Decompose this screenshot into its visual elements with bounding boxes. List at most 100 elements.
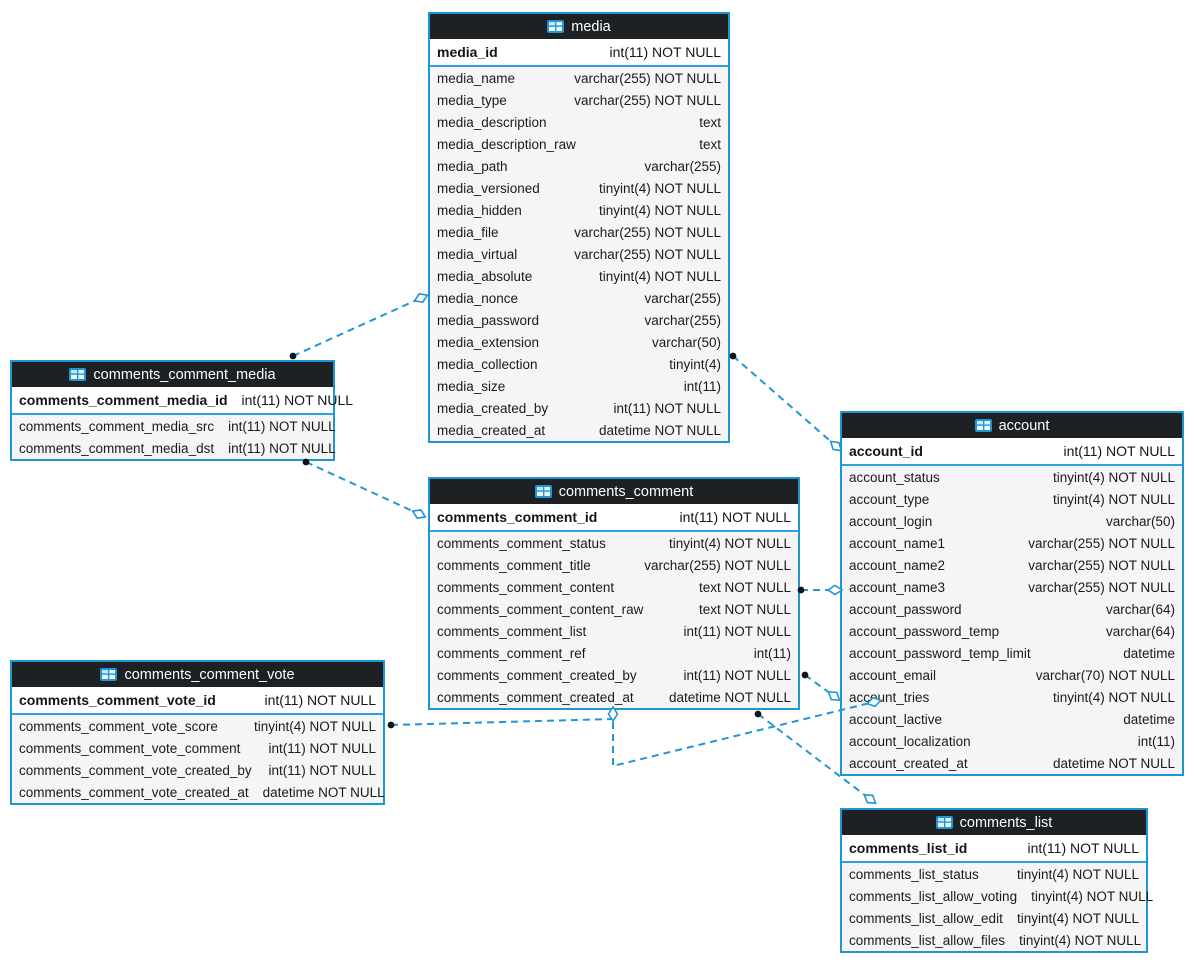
field-name: comments_comment_status [437, 535, 606, 551]
field-name: media_versioned [437, 180, 540, 196]
relation-line [732, 355, 837, 447]
table-header-comments_comment[interactable]: comments_comment [430, 479, 798, 504]
pk-field-type: int(11) NOT NULL [264, 692, 376, 708]
field-type: datetime [1123, 711, 1175, 727]
field-type: varchar(255) NOT NULL [574, 92, 721, 108]
field-row: media_password varchar(255) [430, 309, 728, 331]
field-name: media_created_by [437, 400, 549, 416]
field-name: media_password [437, 312, 540, 328]
field-name: comments_list_allow_files [849, 932, 1006, 948]
pk-field-name: comments_comment_id [437, 509, 598, 525]
field-name: comments_comment_title [437, 557, 591, 573]
relation-line [292, 297, 422, 357]
field-type: tinyint(4) NOT NULL [1052, 469, 1175, 485]
field-row: comments_list_allow_files tinyint(4) NOT … [842, 929, 1146, 951]
field-type: varchar(255) [644, 312, 721, 328]
field-name: account_tries [849, 689, 930, 705]
table-icon [974, 419, 992, 432]
table-header-comments_comment_vote[interactable]: comments_comment_vote [12, 662, 383, 687]
table-header-comments_comment_media[interactable]: comments_comment_media [12, 362, 333, 387]
relation-media-account [729, 352, 843, 452]
field-name: comments_comment_list [437, 623, 587, 639]
field-name: media_extension [437, 334, 540, 350]
field-type: tinyint(4) NOT NULL [668, 535, 791, 551]
pk-field-type: int(11) NOT NULL [1027, 840, 1139, 856]
table-title: comments_list [959, 814, 1053, 831]
field-type: varchar(64) [1105, 601, 1175, 617]
field-name: comments_comment_content_raw [437, 601, 644, 617]
field-name: media_absolute [437, 268, 533, 284]
relation-source-dot [387, 721, 395, 729]
table-header-comments_list[interactable]: comments_list [842, 810, 1146, 835]
table-title: media [571, 18, 611, 35]
field-type: int(11) [683, 378, 721, 394]
table-comments_comment_vote[interactable]: comments_comment_vote comments_comment_vo… [10, 660, 385, 805]
field-name: media_size [437, 378, 506, 394]
field-name: comments_comment_media_dst [19, 440, 215, 456]
relation-line [390, 718, 614, 726]
field-name: media_collection [437, 356, 538, 372]
table-header-account[interactable]: account [842, 413, 1182, 438]
field-type: varchar(255) NOT NULL [1028, 579, 1175, 595]
field-name: account_email [849, 667, 937, 683]
field-type: int(11) NOT NULL [268, 740, 376, 756]
pk-field-name: media_id [437, 44, 498, 60]
field-type: text [699, 114, 721, 130]
field-type: tinyint(4) NOT NULL [598, 202, 721, 218]
field-type: varchar(255) NOT NULL [644, 557, 791, 573]
field-type: tinyint(4) NOT NULL [253, 718, 376, 734]
table-header-media[interactable]: media [430, 14, 728, 39]
field-name: media_created_at [437, 422, 546, 438]
field-name: account_name1 [849, 535, 946, 551]
table-comments_comment_media[interactable]: comments_comment_media comments_comment_m… [10, 360, 353, 461]
field-name: comments_list_allow_edit [849, 910, 1003, 926]
field-type: int(11) NOT NULL [228, 418, 336, 434]
field-type: varchar(255) NOT NULL [574, 224, 721, 240]
field-name: account_login [849, 513, 933, 529]
field-type: datetime [1123, 645, 1175, 661]
field-name: media_path [437, 158, 508, 174]
field-name: media_description_raw [437, 136, 576, 152]
field-type: int(11) NOT NULL [613, 400, 721, 416]
field-type: tinyint(4) NOT NULL [1052, 689, 1175, 705]
field-type: datetime NOT NULL [1052, 755, 1175, 771]
field-type: text NOT NULL [698, 579, 791, 595]
field-name: account_localization [849, 733, 971, 749]
field-type: int(11) [753, 645, 791, 661]
table-icon [547, 20, 565, 33]
field-type: varchar(50) [651, 334, 721, 350]
table-title: comments_comment_vote [124, 666, 295, 683]
field-type: tinyint(4) NOT NULL [1019, 932, 1142, 948]
field-name: comments_comment_created_by [437, 667, 637, 683]
